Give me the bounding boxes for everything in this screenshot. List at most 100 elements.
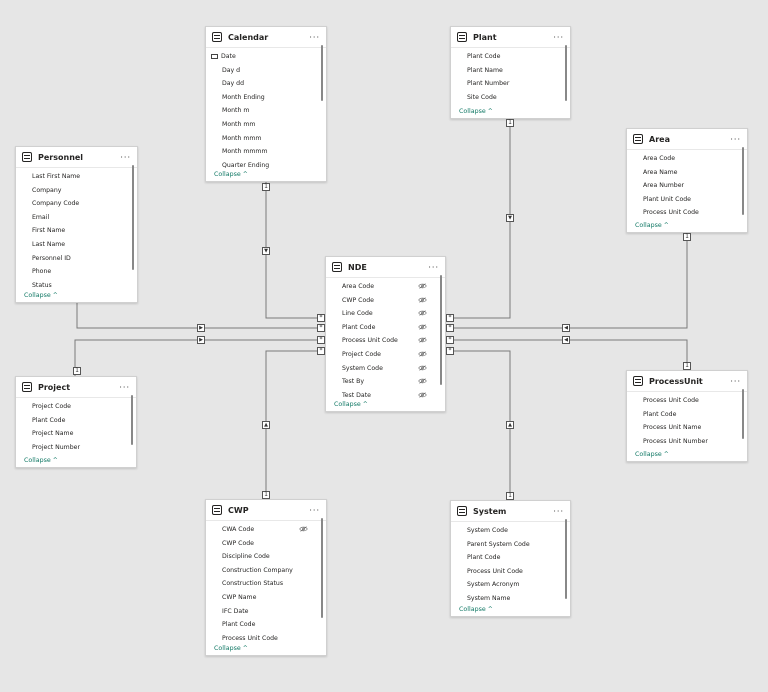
more-icon[interactable]: ··· bbox=[119, 382, 130, 392]
field-row[interactable]: First Name bbox=[16, 224, 137, 238]
field-row[interactable]: Process Unit Code bbox=[326, 334, 445, 348]
scrollbar[interactable] bbox=[321, 518, 323, 618]
relationship-line[interactable] bbox=[446, 233, 688, 329]
more-icon[interactable]: ··· bbox=[730, 134, 741, 144]
field-row[interactable]: Personnel ID bbox=[16, 252, 137, 266]
more-icon[interactable]: ··· bbox=[553, 32, 564, 42]
collapse-button[interactable]: Collapse^ bbox=[459, 108, 493, 115]
field-row[interactable]: Area Code bbox=[326, 280, 445, 294]
table-header[interactable]: Plant··· bbox=[451, 27, 570, 48]
field-row[interactable]: Quarter Ending bbox=[206, 159, 326, 173]
field-row[interactable]: Day d bbox=[206, 64, 326, 78]
more-icon[interactable]: ··· bbox=[309, 32, 320, 42]
scrollbar[interactable] bbox=[742, 389, 744, 439]
field-row[interactable]: Last Name bbox=[16, 238, 137, 252]
field-row[interactable]: Process Unit Code bbox=[627, 206, 747, 220]
scrollbar[interactable] bbox=[565, 519, 567, 599]
field-row[interactable]: Plant Unit Code bbox=[627, 193, 747, 207]
collapse-button[interactable]: Collapse^ bbox=[635, 451, 669, 458]
field-row[interactable]: Month mmm bbox=[206, 132, 326, 146]
field-row[interactable]: System Code bbox=[326, 362, 445, 376]
scrollbar[interactable] bbox=[440, 275, 442, 385]
field-row[interactable]: Process Unit Name bbox=[627, 421, 747, 435]
collapse-button[interactable]: Collapse^ bbox=[635, 222, 669, 229]
table-header[interactable]: Project··· bbox=[16, 377, 136, 398]
field-row[interactable]: Test By bbox=[326, 375, 445, 389]
table-header[interactable]: NDE··· bbox=[326, 257, 445, 278]
field-row[interactable]: Company Code bbox=[16, 197, 137, 211]
field-row[interactable]: Discipline Code bbox=[206, 550, 326, 564]
relationship-line[interactable] bbox=[446, 350, 511, 500]
field-row[interactable]: Process Unit Code bbox=[451, 565, 570, 579]
more-icon[interactable]: ··· bbox=[553, 506, 564, 516]
table-header[interactable]: Area··· bbox=[627, 129, 747, 150]
scrollbar[interactable] bbox=[131, 395, 133, 445]
collapse-button[interactable]: Collapse^ bbox=[334, 401, 368, 408]
field-row[interactable]: Month Ending bbox=[206, 91, 326, 105]
field-row[interactable]: Status bbox=[16, 279, 137, 293]
field-row[interactable]: Project Number bbox=[16, 441, 136, 455]
field-row[interactable]: Date bbox=[206, 50, 326, 64]
field-row[interactable]: Month mmmm bbox=[206, 145, 326, 159]
collapse-button[interactable]: Collapse^ bbox=[24, 292, 58, 299]
field-row[interactable]: Day dd bbox=[206, 77, 326, 91]
more-icon[interactable]: ··· bbox=[730, 376, 741, 386]
scrollbar[interactable] bbox=[565, 45, 567, 101]
more-icon[interactable]: ··· bbox=[120, 152, 131, 162]
more-icon[interactable]: ··· bbox=[428, 262, 439, 272]
field-row[interactable]: Process Unit Code bbox=[627, 394, 747, 408]
field-row[interactable]: Plant Code bbox=[451, 50, 570, 64]
field-row[interactable]: System Code bbox=[451, 524, 570, 538]
field-row[interactable]: Email bbox=[16, 211, 137, 225]
field-row[interactable]: Plant Code bbox=[206, 618, 326, 632]
table-header[interactable]: System··· bbox=[451, 501, 570, 522]
field-row[interactable]: Test Date bbox=[326, 389, 445, 403]
field-row[interactable]: System Acronym bbox=[451, 578, 570, 592]
field-row[interactable]: Process Unit Code bbox=[206, 632, 326, 646]
field-row[interactable]: Last First Name bbox=[16, 170, 137, 184]
relationship-line[interactable] bbox=[265, 182, 325, 319]
field-row[interactable]: Plant Code bbox=[627, 408, 747, 422]
field-row[interactable]: Area Code bbox=[627, 152, 747, 166]
field-row[interactable]: Phone bbox=[16, 265, 137, 279]
table-header[interactable]: Personnel··· bbox=[16, 147, 137, 168]
field-row[interactable]: Plant Name bbox=[451, 64, 570, 78]
table-header[interactable]: ProcessUnit··· bbox=[627, 371, 747, 392]
field-row[interactable]: Project Name bbox=[16, 427, 136, 441]
scrollbar[interactable] bbox=[132, 165, 134, 270]
table-header[interactable]: CWP··· bbox=[206, 500, 326, 521]
field-row[interactable]: Month m bbox=[206, 104, 326, 118]
relationship-line[interactable] bbox=[446, 339, 688, 370]
relationship-line[interactable] bbox=[265, 350, 325, 499]
field-row[interactable]: Project Code bbox=[326, 348, 445, 362]
field-row[interactable]: Site Code bbox=[451, 91, 570, 105]
field-row[interactable]: Area Number bbox=[627, 179, 747, 193]
more-icon[interactable]: ··· bbox=[309, 505, 320, 515]
field-row[interactable]: Plant Code bbox=[326, 321, 445, 335]
field-row[interactable]: Construction Status bbox=[206, 577, 326, 591]
collapse-button[interactable]: Collapse^ bbox=[459, 606, 493, 613]
relationship-line[interactable] bbox=[446, 119, 511, 319]
field-row[interactable]: Project Code bbox=[16, 400, 136, 414]
table-header[interactable]: Calendar··· bbox=[206, 27, 326, 48]
field-row[interactable]: Construction Company bbox=[206, 564, 326, 578]
field-row[interactable]: Plant Code bbox=[451, 551, 570, 565]
field-row[interactable]: IFC Date bbox=[206, 605, 326, 619]
scrollbar[interactable] bbox=[321, 45, 323, 101]
field-row[interactable]: CWP Code bbox=[206, 537, 326, 551]
field-row[interactable]: Plant Number bbox=[451, 77, 570, 91]
field-row[interactable]: Month mm bbox=[206, 118, 326, 132]
field-row[interactable]: System Name bbox=[451, 592, 570, 606]
field-row[interactable]: CWP Code bbox=[326, 294, 445, 308]
field-row[interactable]: Company bbox=[16, 184, 137, 198]
field-row[interactable]: CWP Name bbox=[206, 591, 326, 605]
field-row[interactable]: Parent System Code bbox=[451, 538, 570, 552]
